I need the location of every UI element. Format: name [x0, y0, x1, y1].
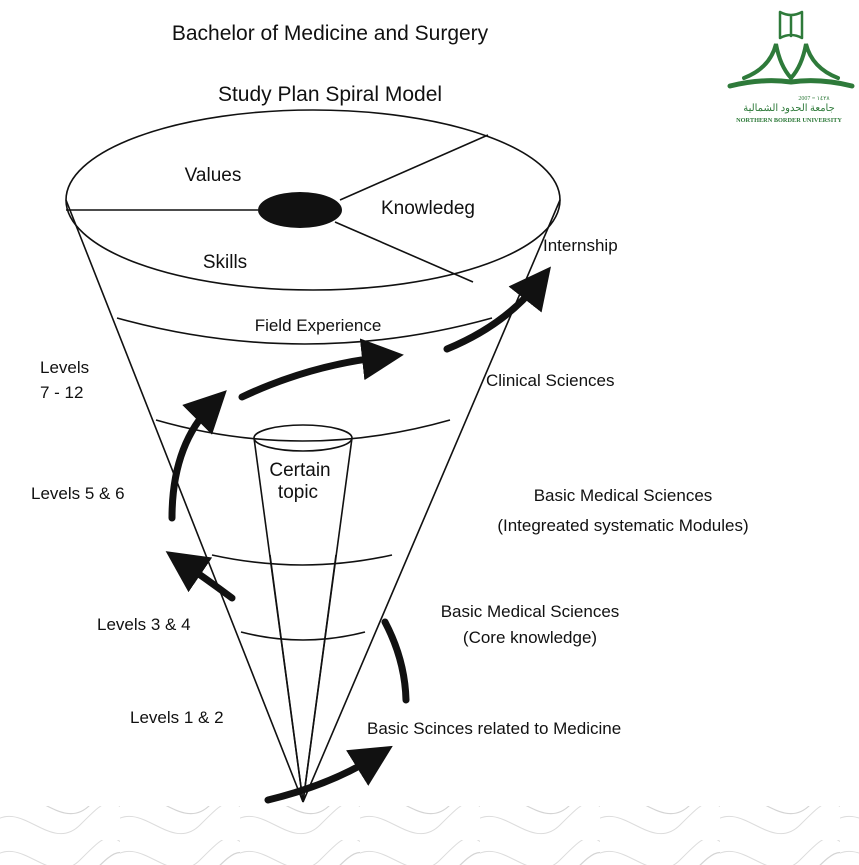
label-topic: topic — [278, 482, 318, 503]
logo-emblem — [730, 12, 852, 86]
arrow-core-segment — [385, 622, 406, 700]
logo-year: 2007 = ١٤٢٨ — [798, 96, 830, 102]
label-levels-3-4: Levels 3 & 4 — [97, 615, 191, 634]
label-levels-7-12-line2: 7 - 12 — [40, 383, 83, 402]
label-certain: Certain — [269, 460, 330, 481]
label-levels-5-6: Levels 5 & 6 — [31, 484, 125, 503]
arrow-basic-to-core — [268, 757, 375, 800]
label-basic-medical-core-line2: (Core knowledge) — [463, 628, 597, 647]
arrow-to-levels-5-6 — [183, 563, 232, 598]
label-values: Values — [185, 165, 242, 186]
label-field-experience: Field Experience — [255, 316, 382, 335]
label-basic-medical-core-line1: Basic Medical Sciences — [441, 602, 620, 621]
background-swirl-pattern — [0, 806, 859, 865]
label-basic-medical-integrated-line2: (Integreated systematic Modules) — [497, 516, 748, 535]
university-logo: 2007 = ١٤٢٨ جامعة الحدود الشمالية NORTHE… — [722, 4, 856, 128]
inner-cone-top — [254, 425, 352, 451]
arrow-to-clinical — [242, 357, 383, 397]
band-arc-4 — [241, 632, 365, 640]
label-levels-7-12-line1: Levels — [40, 358, 89, 377]
arrow-to-internship — [447, 283, 538, 349]
label-internship: Internship — [543, 236, 618, 255]
fan-line-1 — [270, 555, 303, 802]
band-arc-3 — [212, 555, 392, 565]
label-skills: Skills — [203, 252, 247, 273]
label-basic-sciences: Basic Scinces related to Medicine — [367, 719, 621, 738]
logo-english-name: NORTHERN BORDER UNIVERSITY — [736, 117, 842, 124]
label-basic-medical-integrated-line1: Basic Medical Sciences — [534, 486, 713, 505]
arrow-up-left — [172, 405, 212, 518]
divider-values-knowledge — [340, 135, 488, 200]
core-black-center — [258, 192, 342, 228]
label-knowledge: Knowledeg — [381, 198, 475, 219]
logo-arabic-name: جامعة الحدود الشمالية — [743, 103, 835, 114]
label-levels-1-2: Levels 1 & 2 — [130, 708, 224, 727]
cone-right-edge — [303, 200, 560, 802]
label-clinical-sciences: Clinical Sciences — [486, 371, 615, 390]
divider-skills-knowledge — [335, 222, 473, 282]
